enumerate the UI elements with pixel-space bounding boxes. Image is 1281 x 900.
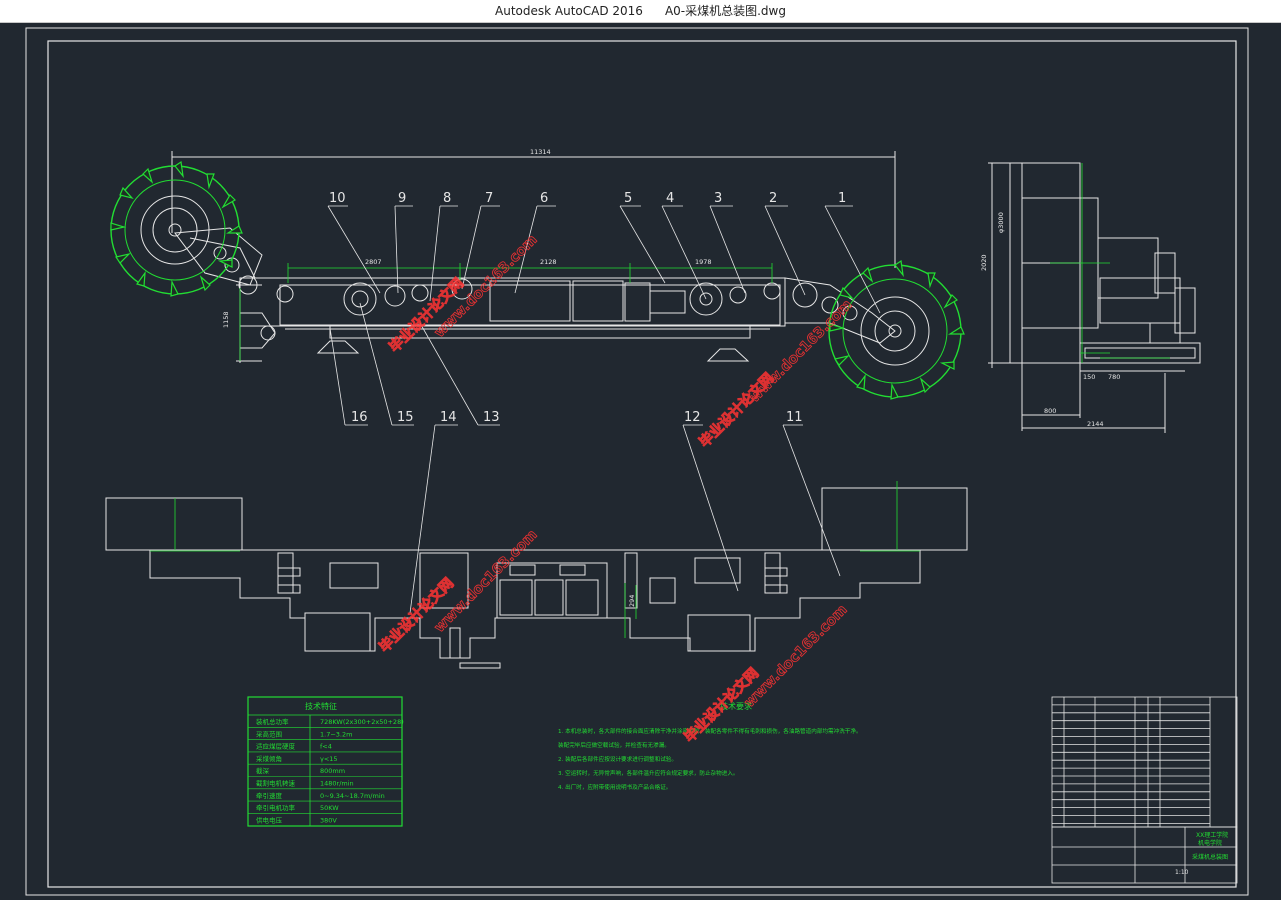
left-cutting-drum	[110, 160, 243, 297]
balloon-5: 5	[624, 191, 632, 206]
balloon-2: 2	[769, 191, 777, 206]
spec-row-label: 截深	[256, 766, 270, 775]
spec-row-label: 采煤倾角	[256, 754, 282, 763]
shearer-plan-view	[105, 487, 968, 669]
side-view-centerlines	[1050, 163, 1170, 363]
part-balloons	[327, 205, 881, 614]
balloon-12: 12	[684, 410, 701, 425]
spec-row-value: γ<15	[320, 755, 338, 763]
dim-lower-height: 294	[628, 595, 636, 607]
dim-middle-span: 2128	[540, 258, 557, 266]
balloon-8: 8	[443, 191, 451, 206]
plan-view-centerlines	[150, 481, 920, 638]
balloon-7: 7	[485, 191, 493, 206]
tech-requirements-title: 技术要求	[720, 701, 752, 711]
dim-side-height: 2020	[980, 254, 988, 271]
spec-row-label: 牵引速度	[256, 791, 283, 800]
requirement-line: 装配完毕后应做空载试验，并检查有无渗漏。	[558, 741, 670, 749]
drawing-svg[interactable]: 11314 2807 2128 1978 1158 1 2 3 4 5 6 7 …	[0, 23, 1281, 900]
dim-side-width-total: 2144	[1087, 420, 1104, 428]
dim-side-width-small: 800	[1044, 407, 1056, 415]
spec-row-value: 728KW(2x300+2x50+28)	[320, 718, 404, 726]
window-title-bar: Autodesk AutoCAD 2016 A0-采煤机总装图.dwg	[0, 0, 1281, 23]
dim-left-span: 2807	[365, 258, 382, 266]
dim-overall-length: 11314	[530, 148, 551, 156]
spec-row-label: 采高范围	[256, 729, 282, 738]
dim-drum-diameter: φ3000	[997, 212, 1005, 233]
balloon-14: 14	[440, 410, 457, 425]
balloon-4: 4	[666, 191, 674, 206]
balloon-11: 11	[786, 410, 803, 425]
title-block-scale: 1:10	[1175, 869, 1189, 876]
spec-row-label: 适应煤层硬度	[256, 742, 296, 751]
requirement-line: 2. 装配后各部件应按设计要求进行调整和试验。	[558, 755, 677, 763]
app-title: Autodesk AutoCAD 2016	[495, 4, 643, 18]
tech-requirements: 技术要求 1. 本机总装时，各大部件的接合面应清除干净并涂密封胶，装配各零件不得…	[558, 701, 862, 791]
tech-specs-table: 技术特征 装机总功率 728KW(2x300+2x50+28) 采高范围 1.7~3.…	[247, 696, 404, 827]
spec-row-value: 1480r/min	[320, 780, 354, 788]
title-block-drawing-title: 采煤机总装图	[1192, 853, 1228, 861]
balloon-1: 1	[838, 191, 846, 206]
balloon-6: 6	[540, 191, 548, 206]
spec-row-value: 380V	[320, 816, 337, 824]
spec-row-label: 牵引电机功率	[256, 803, 296, 812]
title-block-text: XX理工学院 机电学院 采煤机总装图 1:10	[1175, 831, 1228, 876]
requirement-line: 3. 空运转时，无异常声响，各部件温升应符合规定要求，防止杂物进入。	[558, 769, 739, 777]
drawing-canvas[interactable]: 11314 2807 2128 1978 1158 1 2 3 4 5 6 7 …	[0, 23, 1281, 900]
requirement-line: 1. 本机总装时，各大部件的接合面应清除干净并涂密封胶，装配各零件不得有毛刺和损…	[558, 727, 862, 735]
spec-row-label: 装机总功率	[256, 717, 289, 726]
spec-row-value: 0~9.34~18.7m/min	[320, 792, 385, 800]
watermark-2-en: www.doc163.com	[747, 297, 856, 406]
dim-side-small: 150	[1083, 373, 1095, 381]
file-title: A0-采煤机总装图.dwg	[664, 4, 786, 18]
outer-frame	[25, 27, 1249, 896]
spec-row-label: 截割电机转速	[256, 779, 296, 788]
spec-row-value: 50KW	[320, 804, 339, 812]
dim-right-span: 1978	[695, 258, 712, 266]
title-block	[1051, 696, 1238, 884]
spec-row-value: f<4	[320, 743, 332, 751]
spec-row-label: 供电电压	[256, 815, 283, 824]
shearer-front-view	[171, 151, 896, 363]
requirement-line: 4. 出厂时，应附带使用说明书及产品合格证。	[558, 783, 671, 791]
dim-side-offset: 780	[1108, 373, 1120, 381]
balloon-16: 16	[351, 410, 368, 425]
balloon-9: 9	[398, 191, 406, 206]
spec-row-value: 1.7~3.2m	[320, 730, 352, 738]
dimension-lines-top	[239, 263, 773, 361]
right-cutting-drum	[828, 259, 965, 400]
title-block-school: XX理工学院	[1196, 831, 1228, 839]
balloon-13: 13	[483, 410, 500, 425]
tech-specs-title: 技术特征	[305, 701, 337, 711]
shearer-side-view	[988, 162, 1201, 433]
balloon-labels: 1 2 3 4 5 6 7 8 9 10 11 12 13 14 15 16	[329, 191, 846, 425]
inner-frame	[47, 40, 1237, 888]
dim-height: 1158	[222, 311, 230, 328]
watermarks: 毕业设计论文网 www.doc163.com 毕业设计论文网 www.doc16…	[375, 231, 856, 746]
title-block-dept: 机电学院	[1198, 839, 1222, 847]
balloon-10: 10	[329, 191, 346, 206]
balloon-15: 15	[397, 410, 414, 425]
balloon-3: 3	[714, 191, 722, 206]
spec-row-value: 800mm	[320, 767, 345, 775]
